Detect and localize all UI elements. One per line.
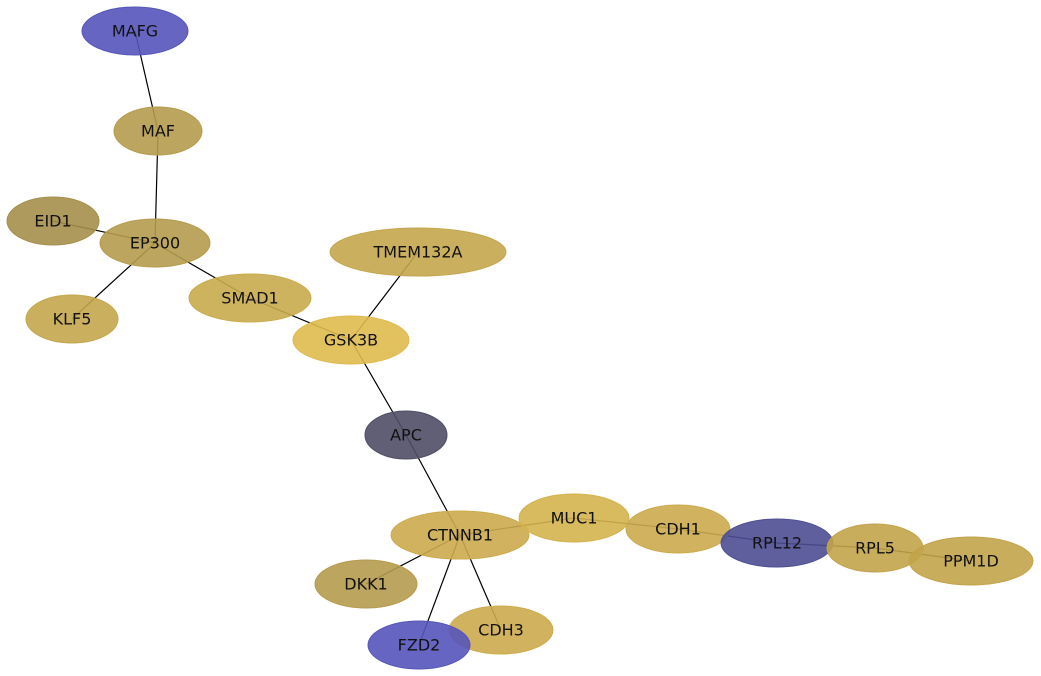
node-muc1[interactable]: MUC1 [518, 493, 630, 543]
node-dkk1[interactable]: DKK1 [314, 559, 418, 609]
node-label: DKK1 [344, 575, 387, 594]
node-shape [625, 504, 731, 554]
node-label: APC [390, 426, 422, 445]
node-label: PPM1D [943, 552, 999, 571]
node-label: TMEM132A [373, 243, 463, 262]
node-shape [329, 227, 507, 277]
node-smad1[interactable]: SMAD1 [188, 273, 312, 323]
node-shape [908, 536, 1034, 586]
node-fzd2[interactable]: FZD2 [367, 620, 471, 670]
node-label: EID1 [34, 212, 71, 231]
node-shape [25, 294, 119, 344]
node-label: CTNNB1 [427, 526, 493, 545]
node-mafg[interactable]: MAFG [81, 6, 189, 56]
node-shape [81, 6, 189, 56]
node-label: FZD2 [398, 636, 441, 655]
node-label: SMAD1 [221, 289, 278, 308]
node-label: CDH3 [478, 621, 524, 640]
node-maf[interactable]: MAF [113, 106, 203, 156]
node-cdh3[interactable]: CDH3 [448, 605, 554, 655]
node-label: CDH1 [655, 520, 701, 539]
node-apc[interactable]: APC [364, 410, 448, 460]
node-label: GSK3B [324, 331, 378, 350]
node-cdh1[interactable]: CDH1 [625, 504, 731, 554]
node-shape [518, 493, 630, 543]
node-shape [364, 410, 448, 460]
node-label: EP300 [130, 234, 180, 253]
node-shape [314, 559, 418, 609]
node-ctnnb1[interactable]: CTNNB1 [390, 510, 530, 560]
node-eid1[interactable]: EID1 [6, 196, 100, 246]
node-shape [99, 218, 211, 268]
node-rpl5[interactable]: RPL5 [826, 523, 924, 573]
node-shape [188, 273, 312, 323]
node-gsk3b[interactable]: GSK3B [292, 315, 410, 365]
node-klf5[interactable]: KLF5 [25, 294, 119, 344]
node-label: RPL5 [855, 539, 895, 558]
node-label: MUC1 [551, 509, 598, 528]
node-rpl12[interactable]: RPL12 [720, 518, 834, 568]
node-shape [292, 315, 410, 365]
node-ep300[interactable]: EP300 [99, 218, 211, 268]
node-ppm1d[interactable]: PPM1D [908, 536, 1034, 586]
node-label: KLF5 [53, 310, 92, 329]
node-shape [113, 106, 203, 156]
node-tmem132a[interactable]: TMEM132A [329, 227, 507, 277]
node-shape [367, 620, 471, 670]
node-label: MAF [141, 122, 175, 141]
node-label: RPL12 [752, 534, 802, 553]
node-shape [390, 510, 530, 560]
node-shape [6, 196, 100, 246]
node-label: MAFG [112, 22, 158, 41]
